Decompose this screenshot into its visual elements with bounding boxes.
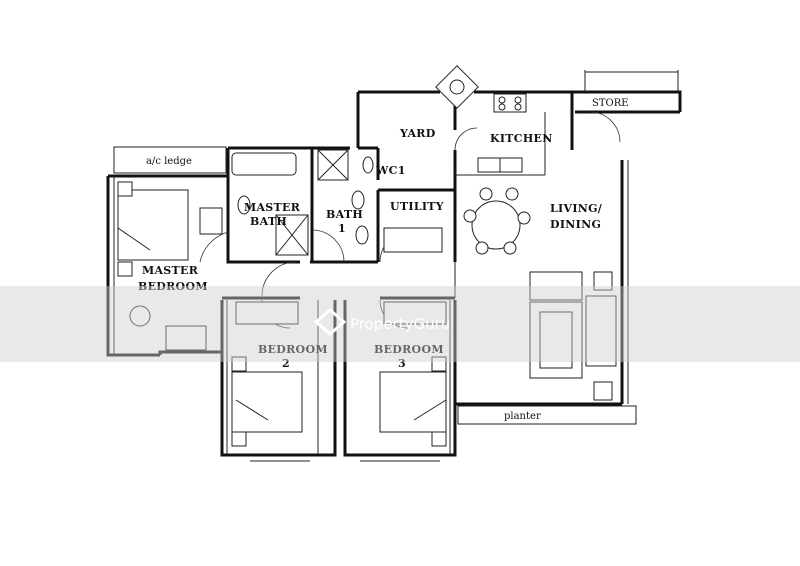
label-master-bath-line2: BATH: [250, 215, 287, 228]
label-bedroom2-line1: BEDROOM: [258, 343, 328, 356]
label-master-bedroom-line2: BEDROOM: [138, 280, 208, 293]
label-bedroom3-line1: BEDROOM: [374, 343, 444, 356]
label-kitchen: KITCHEN: [490, 132, 553, 145]
label-dining: DINING: [550, 218, 601, 231]
fixtures: [117, 65, 617, 447]
propertyguru-logo-icon: [313, 308, 347, 336]
label-wc1: WC1: [375, 164, 406, 177]
label-utility: UTILITY: [390, 200, 444, 213]
watermark-brand: PropertyGuru: [350, 315, 450, 333]
label-master-bath-line1: MASTER: [244, 201, 301, 214]
walls: [106, 70, 682, 462]
label-bath1-line1: BATH: [326, 208, 363, 221]
label-store: STORE: [592, 98, 629, 109]
label-bedroom2-line2: 2: [282, 357, 290, 370]
room-labels: YARD KITCHEN STORE a/c ledge WC1 MASTER …: [138, 98, 629, 422]
label-master-bedroom-line1: MASTER: [142, 264, 199, 277]
label-living: LIVING/: [550, 202, 603, 215]
label-yard: YARD: [399, 127, 436, 140]
label-bedroom3-line2: 3: [398, 357, 406, 370]
label-planter: planter: [504, 411, 541, 422]
label-bath1-line2: 1: [338, 222, 346, 235]
label-ac-ledge: a/c ledge: [146, 156, 192, 167]
watermark: PropertyGuru: [0, 286, 800, 362]
